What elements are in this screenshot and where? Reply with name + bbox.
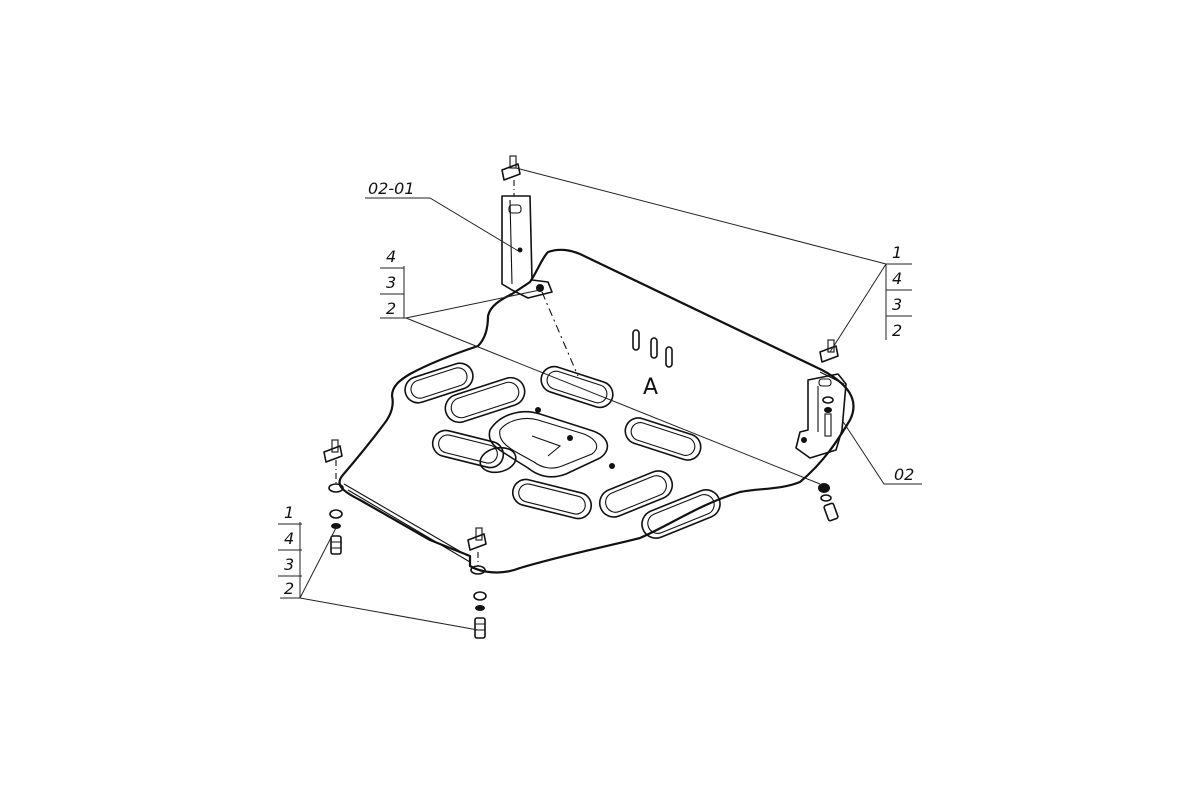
recess: [404, 362, 474, 404]
bolt-stack-left: [328, 483, 344, 555]
drain-hole: [479, 446, 517, 474]
callout-label: 02: [894, 465, 914, 484]
callout-02: 02: [894, 465, 914, 484]
center-serpentine-recess: [488, 410, 609, 478]
recess: [598, 470, 674, 518]
recess: [624, 417, 702, 461]
callout-label: 2: [284, 579, 294, 598]
axis-line: [541, 291, 579, 377]
callout-label: 3: [284, 555, 294, 574]
callout-label: 4: [284, 529, 294, 548]
callout-label: 1: [892, 243, 902, 262]
vent-slots: [632, 329, 673, 368]
callout-label: 4: [892, 269, 902, 288]
recess: [444, 376, 526, 424]
recess: [431, 429, 505, 469]
stamped-recesses: [404, 362, 721, 539]
plate-hole: [609, 463, 615, 469]
callout-label: 4: [386, 247, 396, 266]
washers-right-bracket: [822, 396, 834, 437]
bolt-stack-bottom: [470, 565, 487, 639]
callout-stack-left-mid: 4 3 2: [380, 247, 405, 318]
plate-hole: [567, 435, 573, 441]
callout-label: 2: [892, 321, 902, 340]
plate-marking: A: [643, 375, 658, 400]
callout-label: 3: [386, 273, 396, 292]
recess: [641, 489, 721, 539]
callout-label: 02-01: [368, 179, 415, 198]
leader-lines: [280, 167, 922, 631]
fastener-clip-left: [323, 439, 343, 463]
skid-plate: [338, 248, 855, 574]
callout-stack-left-bottom: 1 4 3 2: [278, 503, 302, 598]
callout-label: 1: [284, 503, 294, 522]
recess: [540, 365, 614, 409]
bolt-stack-right: [818, 483, 839, 522]
callout-stack-right: 1 4 3 2: [885, 243, 912, 340]
callout-label: 2: [386, 299, 396, 318]
bracket-right: [795, 373, 847, 459]
recess: [512, 478, 592, 520]
callout-label: 3: [892, 295, 902, 314]
plate-hole: [535, 407, 541, 413]
callout-02-01: 02-01: [368, 179, 415, 198]
fastener-clip-bottom: [467, 527, 487, 551]
fastener-clip-top: [501, 155, 521, 181]
